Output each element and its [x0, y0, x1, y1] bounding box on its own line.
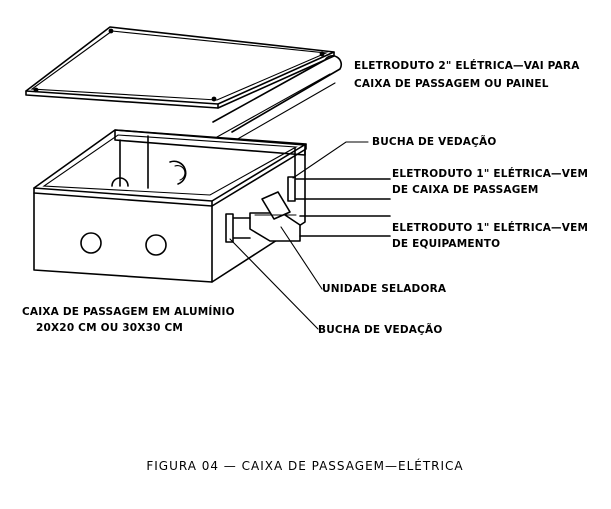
label-caixa-line2: 20X20 CM OU 30X30 CM — [36, 322, 183, 334]
label-caixa-line1: CAIXA DE PASSAGEM EM ALUMÍNIO — [22, 305, 235, 318]
label-eletroduto-1-caixa-line2: DE CAIXA DE PASSAGEM — [392, 184, 539, 196]
label-eletroduto-1-equip-line2: DE EQUIPAMENTO — [392, 238, 500, 250]
label-unidade-seladora: UNIDADE SELADORA — [322, 283, 447, 295]
label-eletroduto-2-line1: ELETRODUTO 2" ELÉTRICA—VAI PARA — [354, 59, 580, 72]
conduit-1-from-equipment — [225, 191, 391, 243]
conduit-2-inch — [212, 54, 343, 149]
label-eletroduto-2-line2: CAIXA DE PASSAGEM OU PAINEL — [354, 78, 549, 90]
label-eletroduto-1-caixa-line1: ELETRODUTO 1" ELÉTRICA—VEM — [392, 167, 588, 180]
label-eletroduto-1-equip-line1: ELETRODUTO 1" ELÉTRICA—VEM — [392, 221, 588, 234]
leader-lines — [229, 141, 369, 330]
conduit-1-from-junction — [287, 176, 391, 202]
label-bucha-vedacao-top: BUCHA DE VEDAÇÃO — [372, 135, 496, 148]
junction-box — [33, 129, 307, 283]
figure-caption: FIGURA 04 — CAIXA DE PASSAGEM—ELÉTRICA — [146, 458, 463, 473]
box-lid — [25, 26, 335, 109]
label-bucha-vedacao-bottom: BUCHA DE VEDAÇÃO — [318, 323, 442, 336]
